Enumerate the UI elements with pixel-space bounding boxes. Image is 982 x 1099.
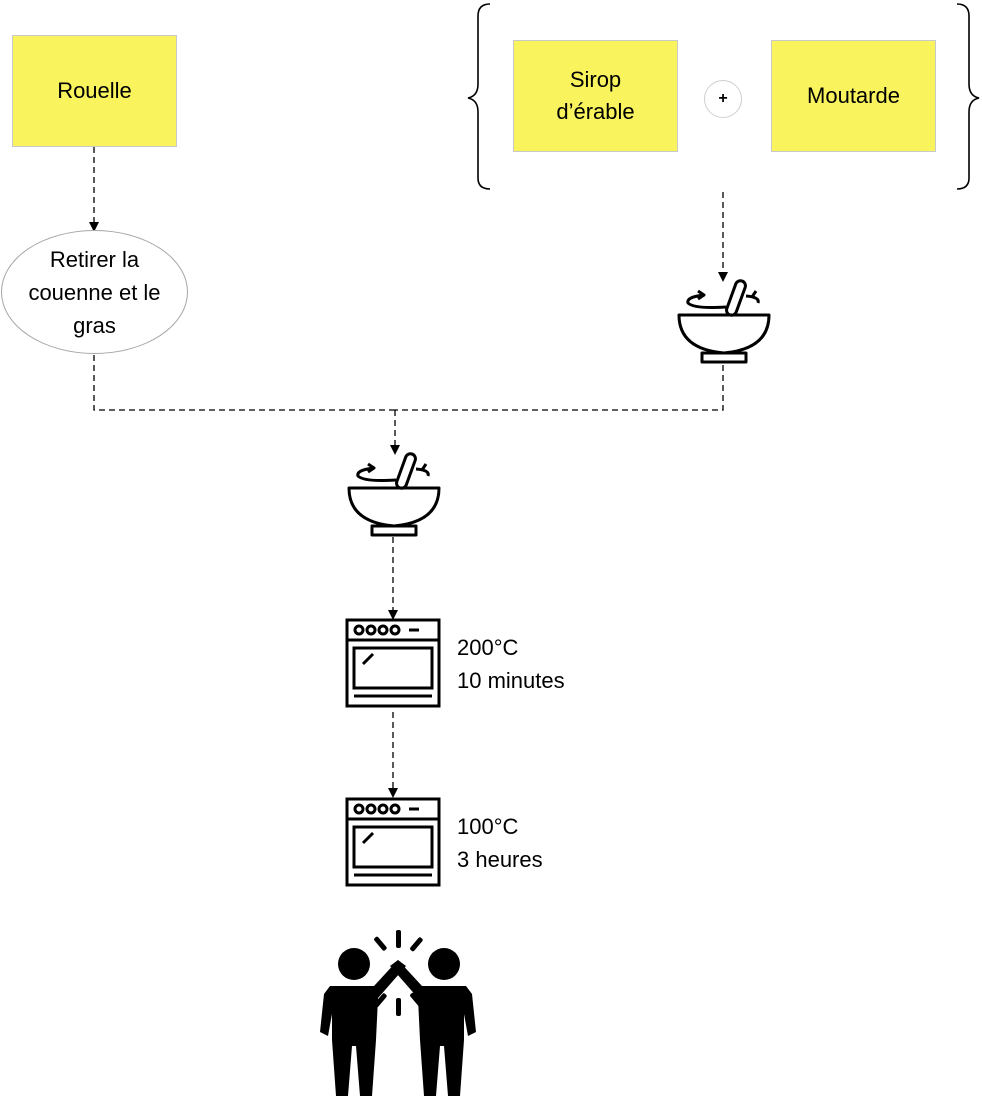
plus-label: + <box>718 90 728 107</box>
prep-line2: couenne et le <box>28 279 161 305</box>
oven-icon <box>345 618 441 708</box>
prep-line3: gras <box>73 312 116 338</box>
high-five-icon <box>320 930 476 1096</box>
oven1-settings: 200°C 10 minutes <box>457 631 565 697</box>
prep-step-oval: Retirer la couenne et le gras <box>1 230 188 354</box>
oven2-settings: 100°C 3 heures <box>457 810 543 876</box>
connector-bowl-to-merge <box>395 365 724 411</box>
sticky-sirop-line2: d’érable <box>556 99 635 124</box>
sticky-moutarde-label: Moutarde <box>807 83 900 108</box>
oven2-time: 3 heures <box>457 847 543 872</box>
sticky-sirop: Sirop d’érable <box>513 40 678 152</box>
mixing-bowl-icon <box>347 452 441 537</box>
oven1-temp: 200°C <box>457 635 519 660</box>
sticky-rouelle-label: Rouelle <box>57 78 132 103</box>
sticky-rouelle: Rouelle <box>12 35 177 147</box>
prep-line1: Retirer la <box>49 246 140 272</box>
oven1-time: 10 minutes <box>457 668 565 693</box>
sticky-sirop-line1: Sirop <box>569 67 622 92</box>
sticky-moutarde: Moutarde <box>771 40 936 152</box>
sauce-brace <box>467 3 980 190</box>
connector-prep-to-merge <box>93 355 395 411</box>
oven2-temp: 100°C <box>457 814 519 839</box>
plus-sign: + <box>704 80 742 118</box>
oven-icon <box>345 797 441 887</box>
mixing-bowl-icon <box>677 279 771 364</box>
